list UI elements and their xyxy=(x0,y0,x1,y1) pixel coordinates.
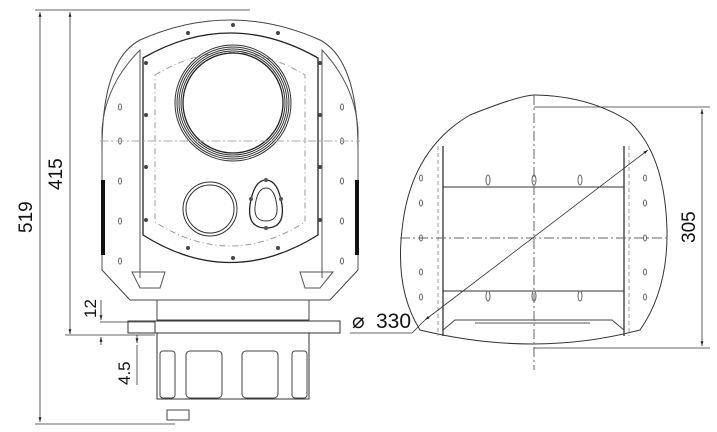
left-side-bar xyxy=(101,180,105,255)
face-inner-dashed xyxy=(154,52,306,247)
sphere-outline xyxy=(400,94,668,345)
dim-flange-thickness: 12 xyxy=(81,299,100,318)
face-panel xyxy=(142,32,319,264)
neck xyxy=(156,299,310,321)
face-screws xyxy=(144,23,322,260)
left-foot xyxy=(131,271,166,289)
dim-flange-step: 4.5 xyxy=(115,361,134,385)
dim-side-height: 305 xyxy=(679,211,700,243)
dim-body-height: 415 xyxy=(46,158,67,190)
connector xyxy=(166,409,190,421)
right-arm xyxy=(321,48,359,278)
right-foot xyxy=(299,271,335,289)
side-view xyxy=(400,94,668,370)
dim-sphere-diameter: 330 xyxy=(376,310,411,333)
base-housing xyxy=(156,332,310,400)
flange xyxy=(154,320,341,334)
head-outline xyxy=(101,19,359,301)
small-lens xyxy=(182,181,238,237)
main-lens xyxy=(174,44,292,162)
front-view xyxy=(100,19,360,421)
right-side-bar xyxy=(355,180,359,255)
dim-overall-height: 519 xyxy=(16,201,37,233)
dim-sphere-diameter-symbol: ⌀ xyxy=(352,310,365,333)
base-windows xyxy=(159,350,308,399)
left-arm xyxy=(101,48,141,278)
side-dimensions xyxy=(350,106,710,349)
front-dimensions xyxy=(35,9,250,425)
teardrop-sensor xyxy=(248,178,284,230)
flange-lip xyxy=(127,320,156,334)
